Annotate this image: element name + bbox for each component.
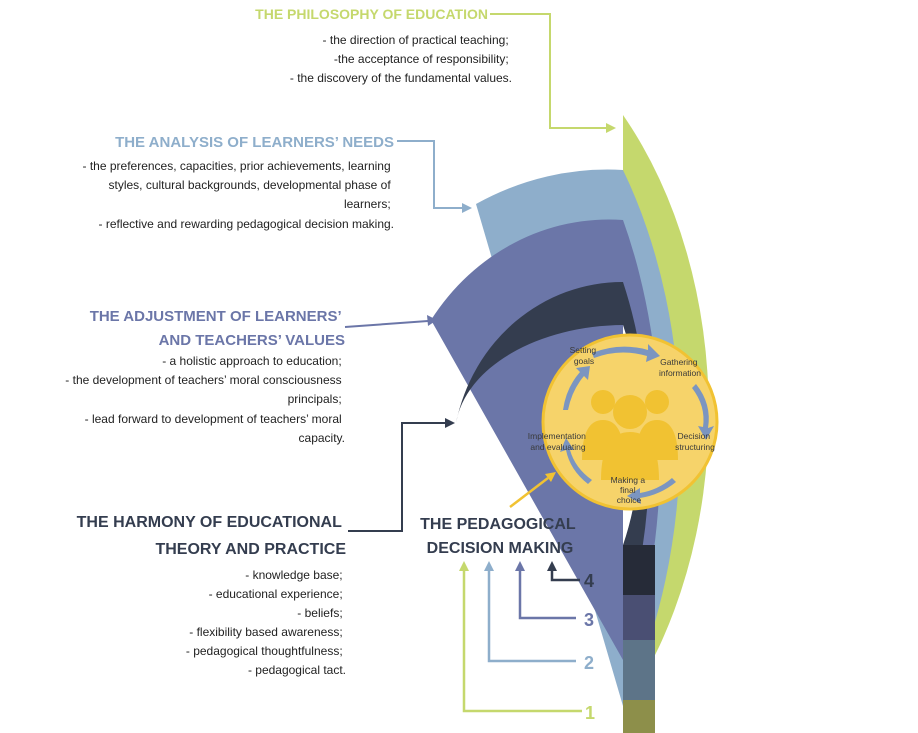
legend-arrow-4 bbox=[547, 561, 557, 571]
cycle-step: Implementation and evaluating bbox=[528, 431, 589, 452]
legend-number-4: 4 bbox=[584, 571, 594, 591]
connector-adjustment bbox=[344, 320, 429, 328]
legend-line-1 bbox=[462, 570, 582, 713]
adjustment-title: THE ADJUSTMENT OF LEARNERS’ AND TEACHERS… bbox=[90, 308, 345, 349]
cycle-step: Making a final choice bbox=[611, 475, 648, 505]
arrowhead-philosophy bbox=[606, 123, 616, 133]
cycle-arrows bbox=[560, 344, 714, 504]
stem-green bbox=[623, 700, 655, 733]
people-icon bbox=[582, 390, 678, 480]
cycle-step: Setting goals bbox=[570, 345, 599, 366]
connector-harmony bbox=[348, 422, 446, 532]
philosophy-title: THE PHILOSOPHY OF EDUCATION bbox=[255, 6, 488, 22]
philosophy-lines: - the direction of practical teaching; -… bbox=[290, 33, 512, 85]
arrowhead-center bbox=[545, 472, 556, 482]
connector-analysis bbox=[397, 140, 464, 209]
harmony-title: THE HARMONY OF EDUCATIONAL THEORY AND PR… bbox=[77, 514, 347, 558]
connector-philosophy bbox=[490, 13, 608, 129]
legend-line-2 bbox=[487, 570, 576, 663]
ring-adjustment bbox=[431, 219, 661, 680]
legend-line-3 bbox=[518, 570, 576, 620]
legend-number-1: 1 bbox=[585, 703, 595, 723]
harmony-lines: - knowledge base; - educational experien… bbox=[186, 568, 346, 677]
arrowhead-harmony bbox=[445, 418, 455, 428]
adjustment-lines: - a holistic approach to education; - th… bbox=[65, 354, 345, 445]
arrowhead-analysis bbox=[462, 203, 472, 213]
cycle-step: Decision structuring bbox=[675, 431, 715, 452]
legend-arrow-2 bbox=[484, 561, 494, 571]
analysis-title: THE ANALYSIS OF LEARNERS’ NEEDS bbox=[115, 134, 394, 151]
legend-arrow-3 bbox=[515, 561, 525, 571]
legend-arrow-1 bbox=[459, 561, 469, 571]
legend-line-4 bbox=[550, 570, 580, 582]
connector-center bbox=[509, 477, 549, 508]
stem-slate bbox=[623, 595, 655, 640]
center-label: THE PEDAGOGICAL DECISION MAKING bbox=[420, 516, 580, 557]
stem-dark bbox=[623, 545, 655, 595]
legend-number-2: 2 bbox=[584, 653, 594, 673]
arrowhead-adjustment bbox=[427, 315, 437, 326]
legend-number-3: 3 bbox=[584, 610, 594, 630]
cycle-step: Gathering information bbox=[659, 357, 701, 378]
stem-light-blue bbox=[623, 640, 655, 700]
analysis-lines: - the preferences, capacities, prior ach… bbox=[83, 159, 395, 231]
